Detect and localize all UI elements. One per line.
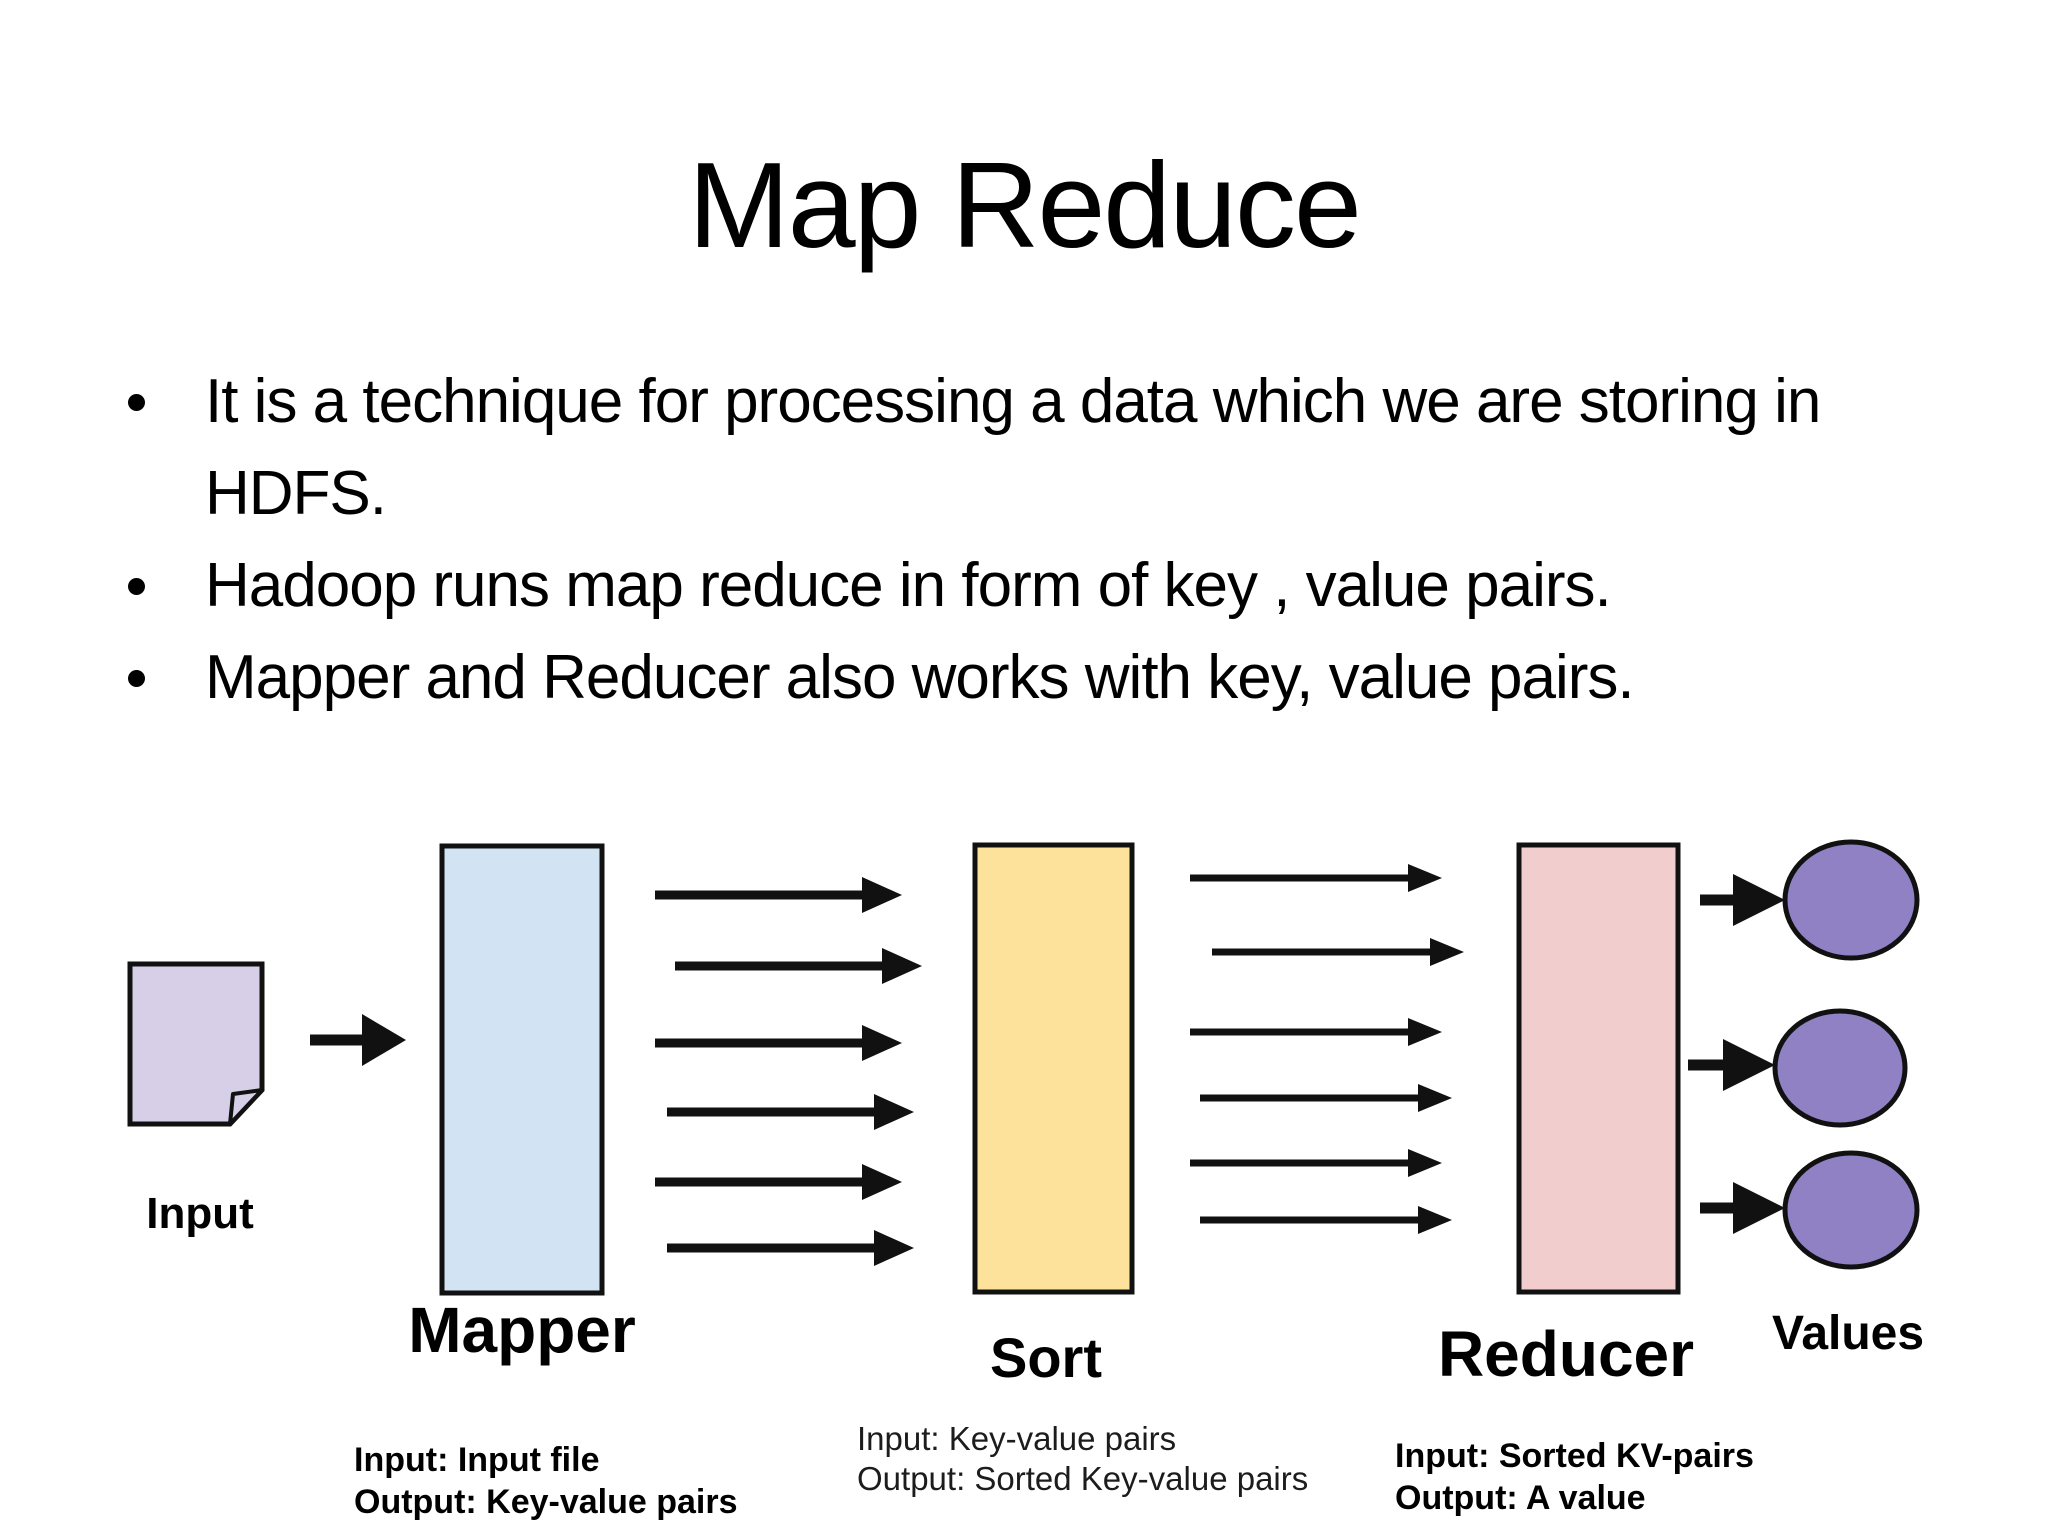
- mapper-to-sort-arrow: [655, 1164, 902, 1200]
- reducer-to-value-arrow: [1700, 1182, 1785, 1234]
- bullet-item: It is a technique for processing a data …: [110, 356, 1990, 540]
- sort-caption-input: Input: Key-value pairs: [857, 1420, 1177, 1457]
- mapper-caption: Input: Input file Output: Key-value pair…: [354, 1439, 738, 1523]
- mapper-to-sort-arrow: [655, 1025, 902, 1061]
- reducer-to-value-arrow: [1700, 874, 1785, 926]
- bullet-item: Hadoop runs map reduce in form of key , …: [110, 540, 1990, 632]
- values-label: Values: [1771, 1307, 1925, 1360]
- input-to-mapper-arrow: [310, 1014, 406, 1066]
- sort-to-reducer-arrow: [1212, 938, 1464, 966]
- mapper-box: [439, 843, 605, 1296]
- reducer-caption-input: Input: Sorted KV-pairs: [1395, 1437, 1754, 1475]
- sort-to-reducer-arrow: [1200, 1084, 1452, 1112]
- value-circle: [1782, 839, 1920, 961]
- reducer-to-value-arrow: [1688, 1039, 1775, 1091]
- bullet-text: Hadoop runs map reduce in form of key , …: [205, 540, 1612, 632]
- mapper-caption-input: Input: Input file: [354, 1441, 600, 1479]
- mapper-to-sort-arrow: [675, 948, 922, 984]
- bullet-text: Mapper and Reducer also works with key, …: [205, 632, 1635, 724]
- sort-label: Sort: [990, 1326, 1102, 1389]
- bullet-dot: [128, 670, 145, 687]
- arrow-layer: [310, 864, 1785, 1266]
- reducer-caption: Input: Sorted KV-pairs Output: A value: [1395, 1435, 1754, 1519]
- value-circle: [1772, 1008, 1908, 1128]
- sort-to-reducer-arrow: [1190, 1149, 1442, 1177]
- sort-to-reducer-arrow: [1190, 1018, 1442, 1046]
- bullet-text: It is a technique for processing a data …: [205, 356, 1821, 540]
- sort-box: [972, 842, 1135, 1295]
- bullet-text-line: HDFS.: [205, 459, 387, 528]
- bullet-list: It is a technique for processing a data …: [110, 356, 1990, 724]
- sort-caption: Input: Key-value pairs Output: Sorted Ke…: [857, 1419, 1308, 1499]
- mapper-to-sort-arrow: [655, 877, 902, 913]
- reducer-caption-output: Output: A value: [1395, 1479, 1646, 1517]
- bullet-text-line: Hadoop runs map reduce in form of key , …: [205, 551, 1612, 620]
- slide-title: Map Reduce: [688, 137, 1362, 273]
- sort-caption-output: Output: Sorted Key-value pairs: [857, 1460, 1309, 1497]
- mapper-to-sort-arrow: [667, 1094, 914, 1130]
- sort-to-reducer-arrow: [1190, 864, 1442, 892]
- value-circle: [1782, 1150, 1920, 1270]
- reducer-box: [1516, 842, 1681, 1295]
- mapper-caption-output: Output: Key-value pairs: [354, 1483, 738, 1521]
- sort-to-reducer-arrow: [1200, 1206, 1452, 1234]
- mapper-to-sort-arrow: [667, 1230, 914, 1266]
- bullet-text-line: It is a technique for processing a data …: [205, 367, 1821, 436]
- bullet-dot: [128, 578, 145, 595]
- bullet-item: Mapper and Reducer also works with key, …: [110, 632, 1990, 724]
- document-folded-corner-icon: [228, 1088, 264, 1126]
- reducer-label: Reducer: [1437, 1318, 1695, 1390]
- bullet-text-line: Mapper and Reducer also works with key, …: [205, 643, 1635, 712]
- bullet-dot: [128, 394, 145, 411]
- input-label: Input: [146, 1189, 254, 1238]
- mapper-label: Mapper: [408, 1294, 636, 1366]
